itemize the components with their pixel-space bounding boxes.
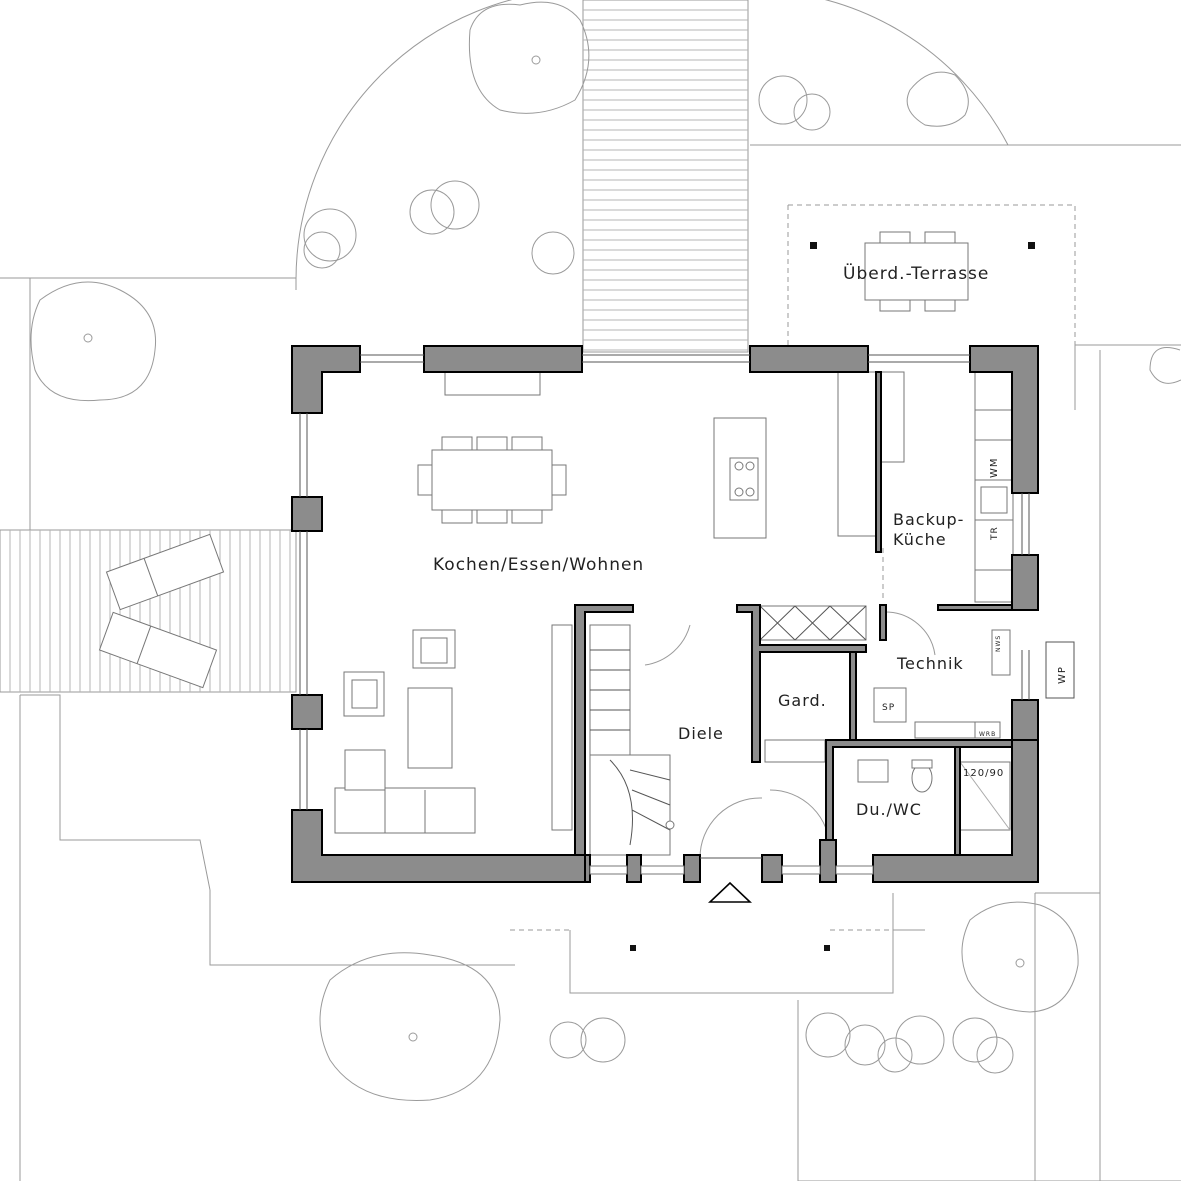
shower-label: 120/90: [963, 768, 1004, 779]
trees: [30, 1, 1079, 1101]
room-label-diele: Diele: [678, 724, 724, 743]
room-label-backup: Backup-: [893, 510, 964, 529]
room-label-kochen-essen-wohnen: Kochen/Essen/Wohnen: [433, 555, 644, 575]
room-label-technik: Technik: [896, 654, 964, 673]
nws-label: NWS: [995, 635, 1002, 652]
room-label-garderobe: Gard.: [778, 691, 827, 710]
room-label-kueche: Küche: [893, 530, 947, 549]
walls: [291, 345, 1039, 883]
north-deck: [582, 0, 749, 353]
canopy-post: [824, 945, 830, 951]
covered-terrace: [787, 204, 1076, 345]
sp-label: SP: [882, 703, 895, 713]
furniture: [334, 369, 1014, 903]
west-deck: [0, 529, 297, 693]
wp-label: WP: [1057, 666, 1068, 684]
wm-label: WM: [989, 457, 1000, 478]
heat-pump-unit: [1045, 641, 1075, 699]
room-label-duwc: Du./WC: [856, 800, 922, 819]
room-label-terrasse: Überd.-Terrasse: [843, 262, 989, 284]
canopy-post: [630, 945, 636, 951]
wrb-label: WRB: [979, 731, 996, 738]
windows: [299, 354, 1030, 875]
tr-label: TR: [990, 526, 1000, 541]
